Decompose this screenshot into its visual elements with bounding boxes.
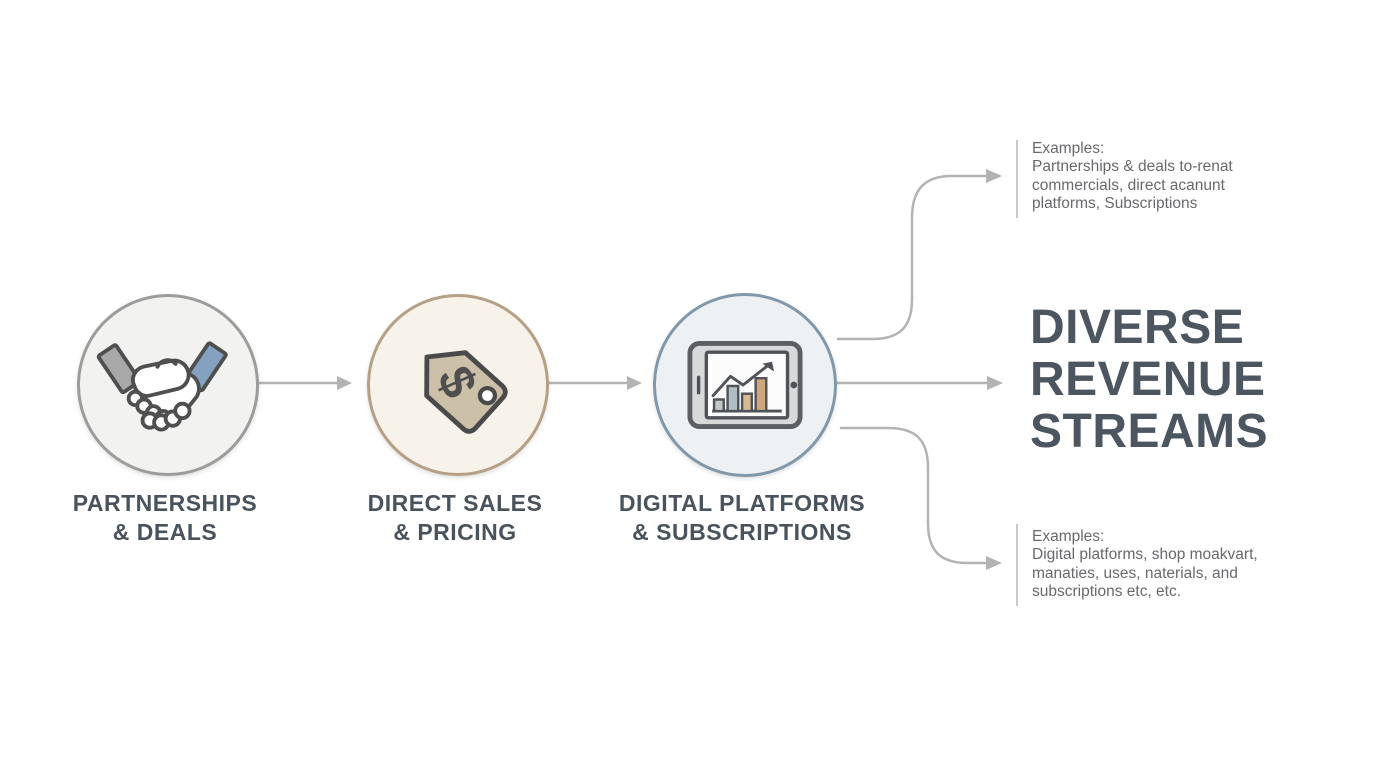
examples-heading: Examples: [1032,528,1105,545]
node-direct-sales-label: DIRECT SALES & PRICING [315,489,595,547]
label-line: & DEALS [112,519,218,545]
examples-line: Digital platforms, shop moakvart, [1032,546,1258,564]
handshake-icon [96,341,228,432]
title-line: DIVERSE [1030,301,1245,354]
examples-heading: Examples: [1032,140,1105,157]
title-line: REVENUE [1030,353,1266,406]
label-line: DIRECT SALES [367,490,543,516]
examples-block-top: Examples: Partnerships & deals to-renat … [1032,140,1282,214]
arrowhead [627,376,642,390]
label-line: DIGITAL PLATFORMS [618,490,866,516]
label-line: & SUBSCRIPTIONS [632,519,852,545]
page-title: DIVERSE REVENUE STREAMS [1030,302,1268,458]
title-line: STREAMS [1030,405,1269,458]
curve-node3-examples-top [836,174,988,341]
examples-line: manaties, uses, naterials, and [1032,564,1238,582]
examples-block-bottom: Examples: Digital platforms, shop moakva… [1032,528,1282,602]
node-digital-platforms-label: DIGITAL PLATFORMS & SUBSCRIPTIONS [592,489,892,547]
node-partnerships-circle [77,294,259,476]
arrowhead [337,376,352,390]
examples-line: Partnerships & deals to-renat [1032,158,1233,176]
examples-line: subscriptions etc, etc. [1032,583,1182,601]
node-direct-sales-circle: $ [367,294,549,476]
arrowhead [986,169,1002,183]
price-tag-icon: $ [424,350,508,434]
node-digital-platforms-circle [653,293,837,477]
examples-line: commercials, direct acanunt [1032,176,1225,194]
node-partnerships-label: PARTNERSHIPS & DEALS [25,489,305,547]
label-line: & PRICING [393,519,517,545]
label-line: PARTNERSHIPS [72,490,258,516]
examples-line: platforms, Subscriptions [1032,195,1198,213]
tablet-chart-icon [687,341,803,429]
arrowhead [987,376,1003,390]
arrowhead [986,556,1002,570]
